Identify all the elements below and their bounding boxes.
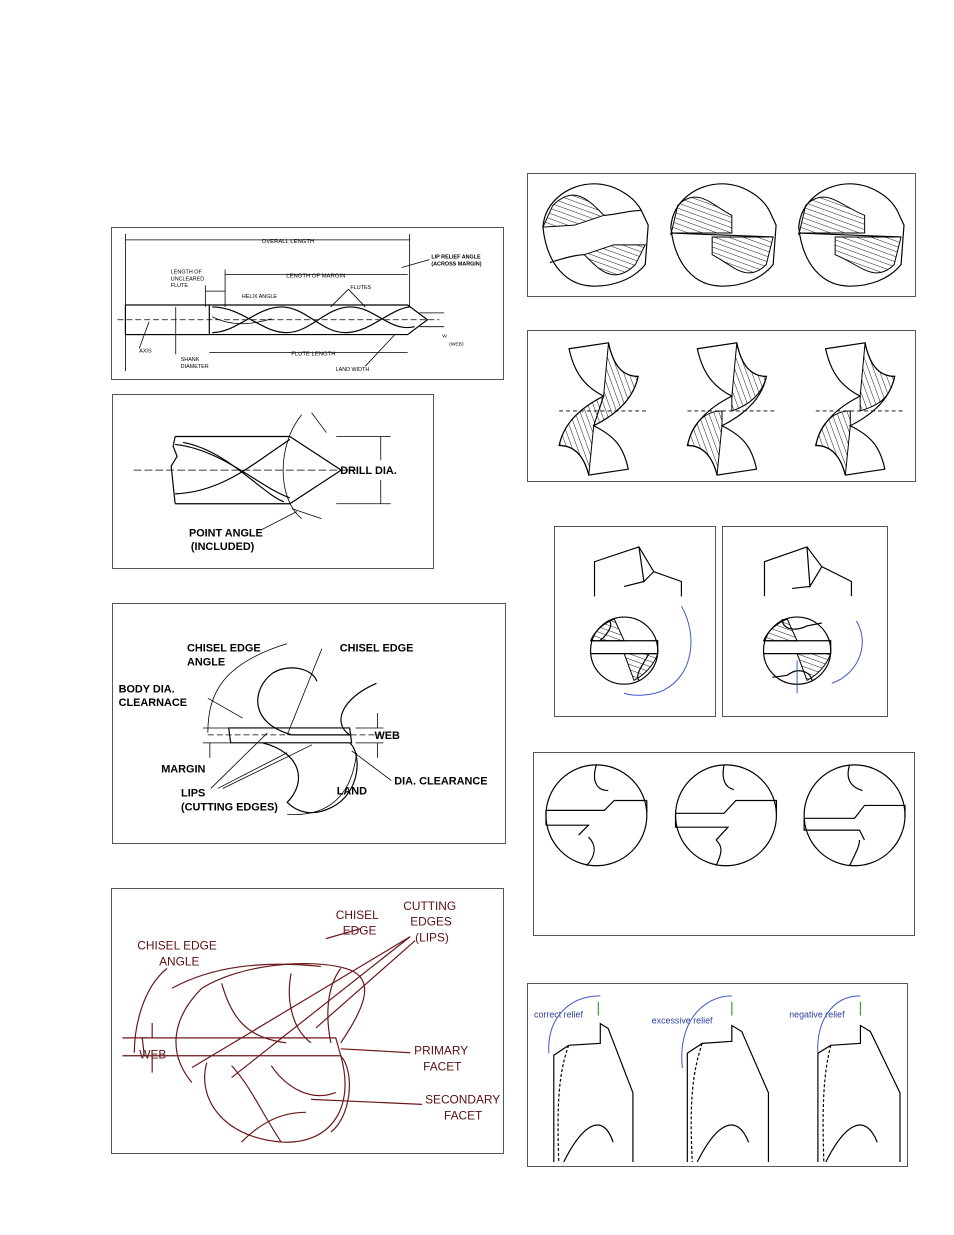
lip-relief-angle-label: LIP RELIEF ANGLE (431, 255, 481, 261)
point-angle-included-label: (INCLUDED) (191, 541, 255, 553)
dia-clearance-label: DIA. CLEARANCE (394, 775, 487, 787)
cross-section-diagram (558, 342, 905, 476)
drill-nomenclature-panel: OVERALL LENGTH LIP RELIEF ANGLE (ACROSS … (111, 227, 504, 380)
chisel-edge-angle-label-2: ANGLE (187, 656, 225, 668)
facet-web-label: WEB (139, 1048, 166, 1062)
circle-web-panel (533, 752, 915, 936)
primary-facet-label-2: FACET (423, 1060, 461, 1074)
lips-label-1: LIPS (181, 787, 205, 799)
chisel-edge-label: CHISEL EDGE (340, 643, 414, 655)
lip-relief-diagram: correct relief excessive relief negative… (534, 995, 901, 1163)
web-thinning-panel (527, 173, 916, 297)
lips-label-2: (CUTTING EDGES) (181, 801, 278, 813)
facet-panel: CHISEL EDGE CUTTING EDGES (LIPS) CHISEL … (111, 888, 504, 1154)
negative-relief-label: negative relief (789, 1010, 845, 1020)
helix-angle-label: HELIX ANGLE (242, 294, 278, 300)
point-angle-diagram: DRILL DIA. POINT ANGLE (INCLUDED) (133, 412, 397, 553)
body-dia-label-1: BODY DIA. (119, 683, 175, 695)
point-view-panel-right (722, 526, 888, 717)
point-angle-label: POINT ANGLE (189, 527, 263, 539)
drill-dia-label: DRILL DIA. (340, 465, 397, 477)
circle-web-diagram (545, 764, 906, 867)
cross-section-panel (527, 330, 916, 482)
correct-relief-label: correct relief (534, 1010, 583, 1020)
secondary-facet-label-1: SECONDARY (425, 1092, 500, 1106)
margin-label: MARGIN (161, 764, 205, 776)
land-width-label: LAND WIDTH (336, 367, 370, 373)
uncleared-flute-label-2: UNCLEARED (171, 276, 204, 282)
uncleared-flute-label-3: FLUTE (171, 283, 189, 289)
lip-relief-panel: correct relief excessive relief negative… (527, 983, 908, 1167)
overall-length-label: OVERALL LENGTH (262, 239, 315, 245)
facet-cutting-label-2: EDGES (410, 915, 452, 929)
body-dia-label-2: CLEARNACE (119, 697, 187, 709)
facet-chisel-angle-label-1: CHISEL EDGE (137, 939, 217, 953)
drill-nomenclature-diagram: OVERALL LENGTH LIP RELIEF ANGLE (ACROSS … (117, 233, 482, 373)
flutes-label: FLUTES (350, 285, 371, 291)
point-view-panel-left (554, 526, 716, 717)
chisel-edge-angle-label-1: CHISEL EDGE (187, 643, 261, 655)
primary-facet-label-1: PRIMARY (414, 1044, 468, 1058)
w-label: W (442, 334, 447, 340)
facet-cutting-label-3: (LIPS) (415, 931, 449, 945)
uncleared-flute-label-1: LENGTH OF (171, 269, 203, 275)
length-of-margin-label: LENGTH OF MARGIN (286, 273, 345, 279)
shank-label: SHANK (181, 357, 200, 363)
chisel-edge-panel: CHISEL EDGE ANGLE CHISEL EDGE BODY DIA. … (112, 603, 506, 844)
facet-chisel-label-2: EDGE (343, 924, 377, 938)
web-thinning-diagram (542, 183, 905, 287)
axis-label: AXIS (139, 348, 152, 354)
excessive-relief-label: excessive relief (652, 1016, 713, 1026)
facet-diagram: CHISEL EDGE CUTTING EDGES (LIPS) CHISEL … (122, 899, 500, 1143)
facet-chisel-angle-label-2: ANGLE (159, 954, 199, 968)
diameter-label: DIAMETER (181, 364, 209, 370)
across-margin-label: (ACROSS MARGIN) (431, 262, 481, 268)
web-label: (WEB) (449, 341, 464, 347)
chisel-edge-diagram: CHISEL EDGE ANGLE CHISEL EDGE BODY DIA. … (119, 643, 487, 815)
web-label-chisel: WEB (374, 730, 400, 742)
land-label: LAND (337, 785, 367, 797)
facet-chisel-label-1: CHISEL (336, 908, 379, 922)
point-angle-panel: DRILL DIA. POINT ANGLE (INCLUDED) (112, 394, 434, 569)
secondary-facet-label-2: FACET (444, 1108, 482, 1122)
point-view-left-diagram (589, 546, 692, 696)
flute-length-label: FLUTE LENGTH (291, 351, 335, 357)
facet-cutting-label-1: CUTTING (403, 899, 456, 913)
point-view-right-diagram (762, 546, 863, 694)
